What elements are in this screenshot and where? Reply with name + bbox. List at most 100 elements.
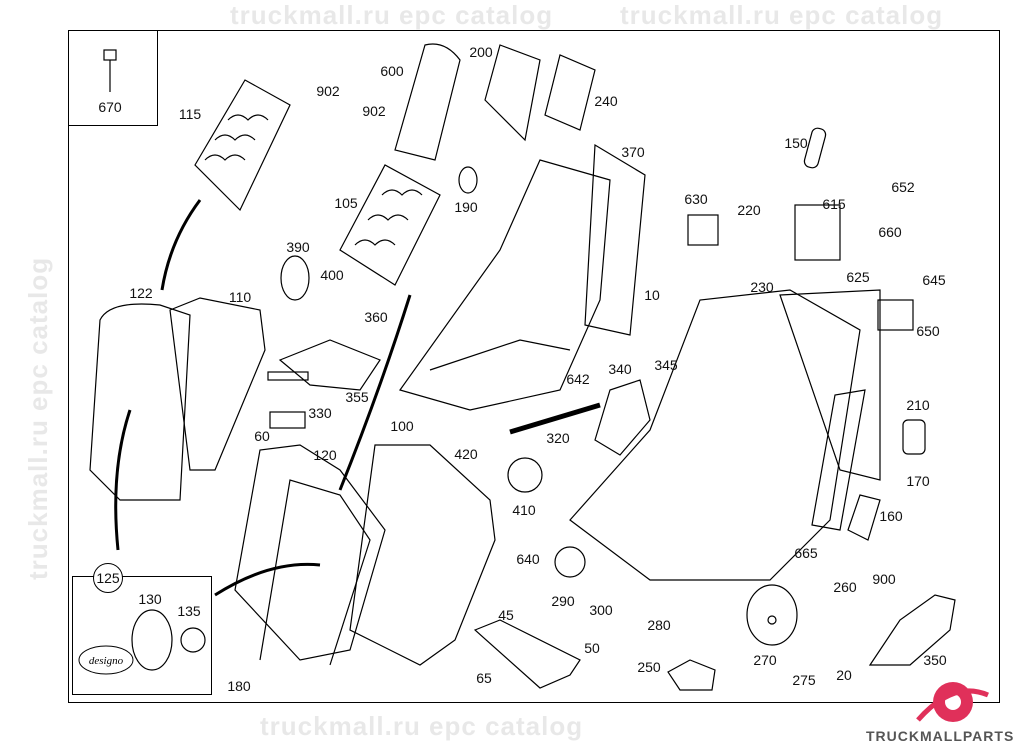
part-190-knob <box>458 166 478 194</box>
part-355-tray <box>278 339 381 391</box>
callout-640: 640 <box>516 551 540 567</box>
callout-150: 150 <box>784 135 808 151</box>
callout-290: 290 <box>551 593 575 609</box>
callout-130: 130 <box>138 591 162 607</box>
part-350-cover <box>868 594 956 666</box>
callout-275: 275 <box>792 672 816 688</box>
callout-65: 65 <box>476 670 492 686</box>
watermark: truckmall.ru epc catalog <box>620 0 944 30</box>
callout-330: 330 <box>308 405 332 421</box>
callout-230: 230 <box>750 279 774 295</box>
part-210-switch <box>902 419 926 455</box>
part-290-motor <box>554 546 586 578</box>
part-115-mat <box>194 79 291 212</box>
callout-600: 600 <box>380 63 404 79</box>
callout-615: 615 <box>822 196 846 212</box>
truckmallparts-logo <box>916 682 989 722</box>
callout-370: 370 <box>621 144 645 160</box>
callout-625: 625 <box>846 269 870 285</box>
callout-135: 135 <box>177 603 201 619</box>
logo-text: TRUCKMALLPARTS <box>866 728 1015 744</box>
part-270-disc <box>746 584 798 646</box>
part-615-unit <box>794 204 841 261</box>
callout-652: 652 <box>891 179 915 195</box>
callout-250: 250 <box>637 659 661 675</box>
seat-frame-lower <box>569 289 881 581</box>
badge-text: designo <box>89 655 124 667</box>
callout-410: 410 <box>512 502 536 518</box>
part-160-switch <box>847 494 881 541</box>
callout-355: 355 <box>345 389 369 405</box>
part-135-cap <box>180 627 206 653</box>
part-200-panel <box>484 44 541 142</box>
callout-105: 105 <box>334 195 358 211</box>
part-250-pad <box>667 659 716 691</box>
callout-420: 420 <box>454 446 478 462</box>
callout-240: 240 <box>594 93 618 109</box>
watermark: truckmall.ru epc catalog <box>230 0 554 30</box>
seat-back-100 <box>349 444 496 666</box>
callout-180: 180 <box>227 678 251 694</box>
callout-320: 320 <box>546 430 570 446</box>
part-340-cover <box>594 379 651 456</box>
callout-660: 660 <box>878 224 902 240</box>
part-600-panel <box>394 43 461 161</box>
callout-190: 190 <box>454 199 478 215</box>
callout-60: 60 <box>254 428 270 444</box>
callout-10: 10 <box>644 287 660 303</box>
callout-120: 120 <box>313 447 337 463</box>
callout-122: 122 <box>129 285 153 301</box>
callout-400: 400 <box>320 267 344 283</box>
callout-210: 210 <box>906 397 930 413</box>
part-240-panel <box>544 54 596 131</box>
part-650-unit <box>877 299 914 331</box>
callout-200: 200 <box>469 44 493 60</box>
callout-270: 270 <box>753 652 777 668</box>
callout-125: 125 <box>93 563 123 593</box>
callout-360: 360 <box>364 309 388 325</box>
part-130-disc <box>131 609 173 671</box>
watermark: truckmall.ru epc catalog <box>260 711 584 741</box>
inset-box-670 <box>68 30 158 126</box>
part-410-disc <box>507 457 543 493</box>
part-670-bolt <box>103 49 117 92</box>
callout-900: 900 <box>872 571 896 587</box>
callout-670: 670 <box>98 99 122 115</box>
part-320-rod <box>509 402 601 435</box>
callout-110: 110 <box>228 289 252 305</box>
seat-frame-upper <box>399 159 611 411</box>
callout-160: 160 <box>879 508 903 524</box>
callout-390: 390 <box>286 239 310 255</box>
designo-badge: designo <box>78 645 134 675</box>
callout-642: 642 <box>566 371 590 387</box>
callout-300: 300 <box>589 602 613 618</box>
callout-645: 645 <box>922 272 946 288</box>
callout-340: 340 <box>608 361 632 377</box>
part-370-frame <box>584 143 646 336</box>
callout-280: 280 <box>647 617 671 633</box>
callout-220: 220 <box>737 202 761 218</box>
part-60-clip <box>269 411 306 429</box>
part-630-unit <box>687 214 719 246</box>
callout-50: 50 <box>584 640 600 656</box>
callout-260: 260 <box>833 579 857 595</box>
callout-345: 345 <box>654 357 678 373</box>
callout-665: 665 <box>794 545 818 561</box>
callout-650: 650 <box>916 323 940 339</box>
callout-902b: 902 <box>362 103 386 119</box>
seat-cushion-122 <box>89 303 191 501</box>
diagram-frame <box>68 30 1000 703</box>
seat-cushion-110 <box>169 297 266 471</box>
callout-45: 45 <box>498 607 514 623</box>
callout-100: 100 <box>390 418 414 434</box>
callout-170: 170 <box>906 473 930 489</box>
seat-back-120 <box>234 444 386 666</box>
callout-630: 630 <box>684 191 708 207</box>
part-45-rail <box>473 619 581 689</box>
callout-115: 115 <box>178 106 202 122</box>
part-150-roll <box>803 127 827 169</box>
arrows <box>114 199 412 597</box>
callout-902: 902 <box>316 83 340 99</box>
callout-350: 350 <box>923 652 947 668</box>
